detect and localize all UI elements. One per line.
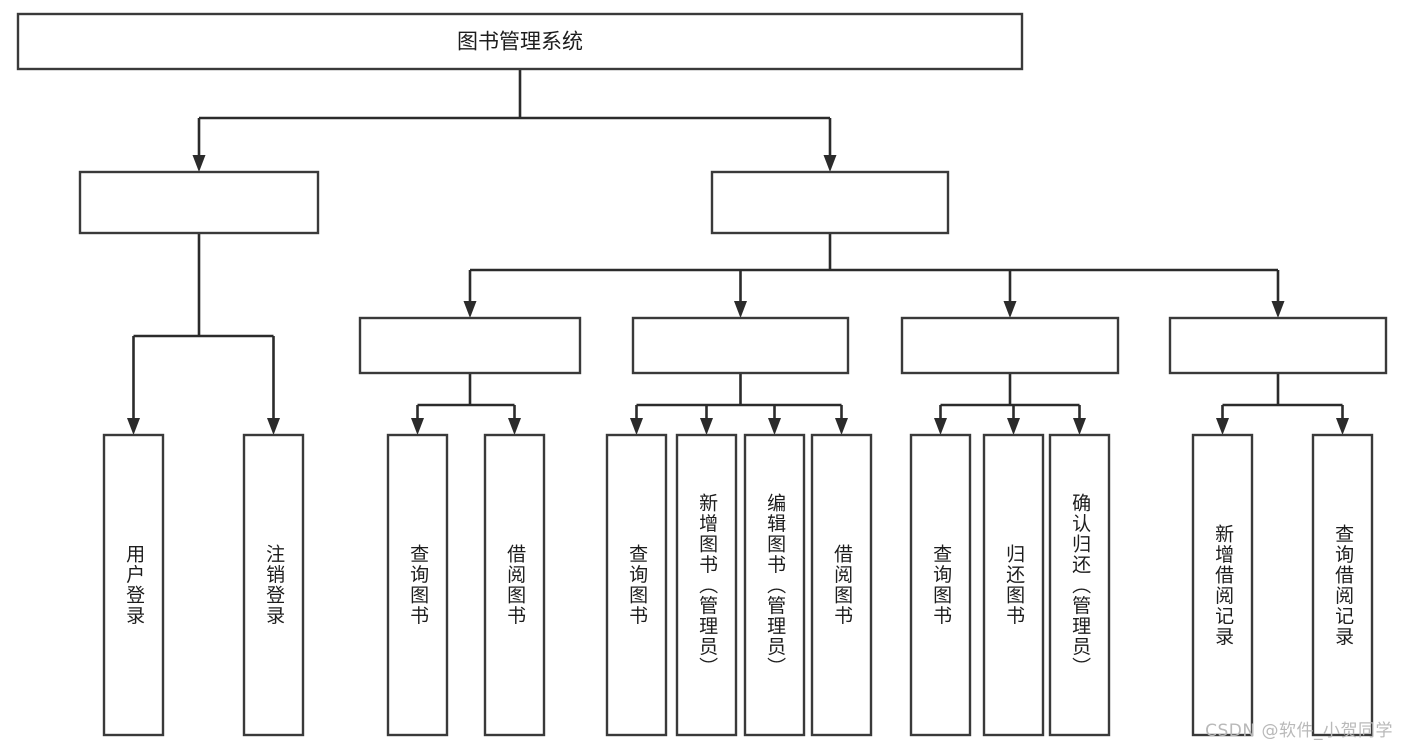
root-node-book-management-system[interactable]: 图书管理系统 bbox=[16, 12, 1024, 71]
node-leaf-return-book[interactable] bbox=[982, 433, 1045, 737]
arrow-head-icon bbox=[1336, 418, 1349, 435]
arrow-head-icon bbox=[267, 418, 280, 435]
node-boxes: 图书管理系统 bbox=[16, 12, 1388, 737]
node-book-manage[interactable] bbox=[710, 170, 950, 235]
arrow-head-icon bbox=[1271, 301, 1285, 318]
node-borrow-record[interactable] bbox=[1168, 316, 1388, 375]
node-current-borrow[interactable] bbox=[900, 316, 1120, 375]
arrow-head-icon bbox=[823, 155, 837, 172]
arrow-head-icon bbox=[734, 301, 747, 318]
arrow-head-icon bbox=[1073, 418, 1086, 435]
arrow-head-icon bbox=[700, 418, 713, 435]
arrow-head-icon bbox=[1003, 301, 1017, 318]
arrow-head-icon bbox=[508, 418, 521, 435]
node-leaf-confirm-return[interactable] bbox=[1048, 433, 1111, 737]
arrow-head-icon bbox=[127, 418, 140, 435]
node-leaf-borrow-book-1[interactable] bbox=[483, 433, 546, 737]
arrow-head-icon bbox=[768, 418, 781, 435]
node-leaf-query-book-1[interactable] bbox=[386, 433, 449, 737]
node-leaf-user-login[interactable] bbox=[102, 433, 165, 737]
node-leaf-add-record[interactable] bbox=[1191, 433, 1254, 737]
node-leaf-logout[interactable] bbox=[242, 433, 305, 737]
node-leaf-edit-book[interactable] bbox=[743, 433, 806, 737]
watermark-text: CSDN @软件_小贺同学 bbox=[1205, 721, 1393, 741]
arrow-head-icon bbox=[934, 418, 947, 435]
node-leaf-query-book-2[interactable] bbox=[605, 433, 668, 737]
node-leaf-add-book[interactable] bbox=[675, 433, 738, 737]
node-book-borrow[interactable] bbox=[631, 316, 850, 375]
arrow-head-icon bbox=[1007, 418, 1020, 435]
node-leaf-borrow-book-2[interactable] bbox=[810, 433, 873, 737]
arrow-head-icon bbox=[463, 301, 477, 318]
arrow-head-icon bbox=[630, 418, 643, 435]
arrow-head-icon bbox=[192, 155, 206, 172]
node-label: 图书管理系统 bbox=[457, 30, 583, 54]
node-user-login[interactable] bbox=[78, 170, 320, 235]
node-leaf-query-record[interactable] bbox=[1311, 433, 1374, 737]
arrow-head-icon bbox=[411, 418, 424, 435]
arrow-head-icon bbox=[1216, 418, 1229, 435]
connector-lines bbox=[127, 69, 1349, 435]
node-new-book-rec[interactable] bbox=[358, 316, 582, 375]
arrow-head-icon bbox=[835, 418, 848, 435]
node-leaf-query-book-3[interactable] bbox=[909, 433, 972, 737]
